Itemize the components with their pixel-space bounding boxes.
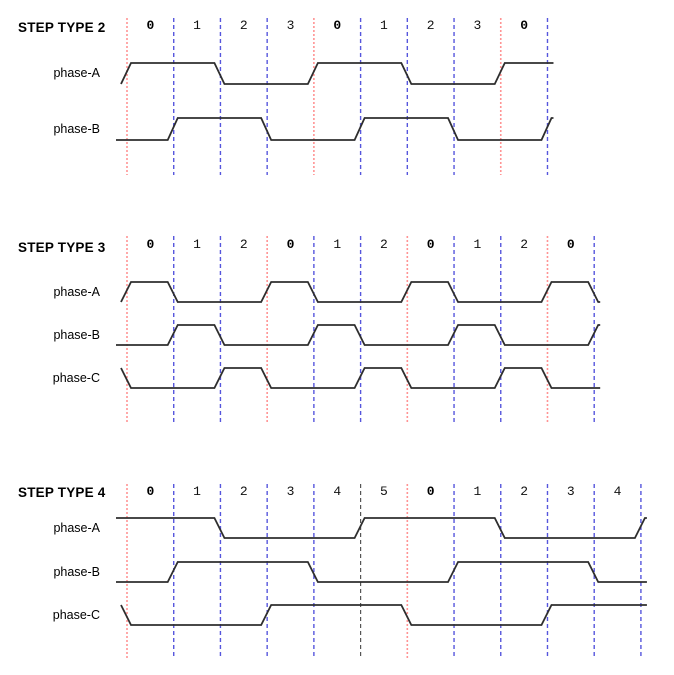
phase-label: phase-C [52, 608, 100, 622]
waveform-phase-b [116, 324, 601, 346]
step-label: 0 [426, 484, 435, 499]
phase-label: phase-B [53, 565, 100, 579]
step-label: 1 [380, 18, 388, 33]
step-label: 0 [146, 237, 155, 252]
section-title-step-type-2: STEP TYPE 2 [18, 20, 106, 35]
step-label: 2 [239, 18, 248, 33]
waveform-phase-a [116, 517, 647, 539]
section-title-step-type-4: STEP TYPE 4 [18, 485, 106, 500]
waveform-phase-b [116, 561, 647, 583]
step-label: 3 [566, 484, 575, 499]
step-label: 0 [520, 18, 529, 33]
step-label: 1 [193, 237, 201, 252]
step-label: 5 [380, 484, 388, 499]
step-label: 0 [333, 18, 342, 33]
step-label: 3 [286, 484, 295, 499]
waveform-phase-c [120, 367, 601, 389]
step-label: 0 [566, 237, 575, 252]
step-label: 1 [473, 484, 482, 499]
step-label: 2 [520, 484, 529, 499]
phase-label: phase-A [53, 521, 100, 535]
step-label: 1 [333, 237, 342, 252]
step-label: 2 [380, 237, 388, 252]
waveform-phase-c [120, 604, 647, 626]
step-label: 4 [333, 484, 342, 499]
waveform-phase-b [116, 117, 554, 141]
step-label: 2 [520, 237, 529, 252]
step-label: 0 [286, 237, 295, 252]
step-label: 1 [193, 484, 201, 499]
phase-label: phase-B [53, 122, 100, 136]
step-label: 2 [239, 237, 248, 252]
phase-label: phase-A [53, 285, 100, 299]
phase-label: phase-C [52, 371, 100, 385]
waveform-phase-a [120, 62, 554, 85]
section-title-step-type-3: STEP TYPE 3 [18, 240, 106, 255]
waveform-phase-a [120, 281, 601, 303]
step-label: 3 [286, 18, 295, 33]
step-label: 4 [613, 484, 622, 499]
step-label: 1 [193, 18, 201, 33]
step-label: 0 [426, 237, 435, 252]
step-label: 3 [473, 18, 482, 33]
phase-label: phase-A [53, 66, 100, 80]
step-label: 2 [239, 484, 248, 499]
step-label: 2 [426, 18, 435, 33]
step-label: 0 [146, 484, 155, 499]
step-label: 1 [473, 237, 482, 252]
step-label: 0 [146, 18, 155, 33]
phase-label: phase-B [53, 328, 100, 342]
